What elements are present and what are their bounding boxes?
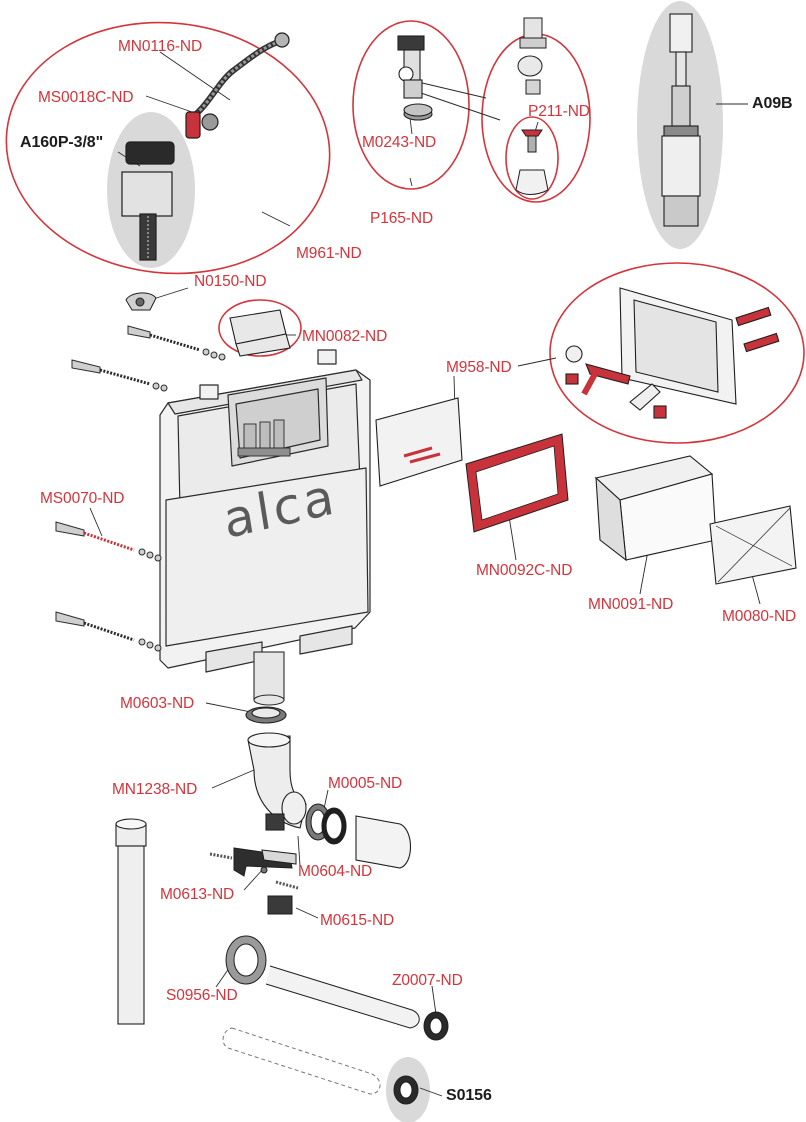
cistern-lower-panel — [165, 467, 369, 647]
label-m958: M958-ND — [446, 359, 512, 376]
mount-tab-left — [199, 384, 219, 400]
drain-fittings — [245, 706, 412, 869]
m0615-clip — [267, 895, 293, 915]
mount-tab-right — [317, 349, 337, 365]
label-m0604: M0604-ND — [298, 863, 373, 880]
vertical-pipe — [115, 818, 147, 1025]
label-a09b: A09B — [752, 95, 793, 112]
connector-red — [185, 111, 201, 139]
label-n0150: N0150-ND — [194, 273, 267, 290]
mn0092c-frame — [465, 433, 569, 533]
fill-valve-assembly — [121, 32, 290, 261]
label-p165: P165-ND — [370, 210, 434, 227]
label-z0007: Z0007-ND — [392, 972, 463, 989]
s0156-seal — [393, 1075, 419, 1105]
s0956-rosette — [225, 935, 449, 1041]
p211-detail — [515, 17, 549, 195]
m0080-plate — [709, 505, 797, 585]
mn0082-bracket — [229, 309, 291, 357]
label-mn0082: MN0082-ND — [302, 328, 388, 345]
flush-valve-a09b — [661, 13, 701, 227]
mn0082-group-outline — [218, 299, 302, 357]
group-outlines — [5, 20, 805, 444]
label-m0080: M0080-ND — [722, 608, 797, 625]
m961-group-outline — [5, 21, 331, 275]
label-mn0092c: MN0092C-ND — [476, 562, 573, 579]
outlet-stub — [253, 651, 285, 706]
m958-frame — [375, 287, 780, 487]
label-s0156: S0156 — [446, 1087, 492, 1104]
dashed-pipe — [222, 1027, 381, 1095]
anchor-bolts — [55, 325, 226, 652]
label-m0603: M0603-ND — [120, 695, 195, 712]
p165-group-outline — [352, 20, 470, 190]
label-m0005: M0005-ND — [328, 775, 403, 792]
push-valve-assembly — [397, 35, 433, 121]
label-s0956: S0956-ND — [166, 987, 238, 1004]
cistern-mechanism — [237, 419, 291, 457]
m958-group-outline — [549, 262, 805, 444]
mn0091-box — [594, 455, 717, 562]
label-ms0018c: MS0018C-ND — [38, 89, 134, 106]
label-a160p: A160P-3/8" — [20, 134, 104, 151]
label-m961: M961-ND — [296, 245, 362, 262]
n0150-clip — [125, 292, 157, 311]
bottom-flange-right — [299, 625, 353, 655]
hose-nut — [274, 32, 290, 48]
label-p211: P211-ND — [528, 103, 590, 120]
detail-connector — [417, 81, 501, 121]
label-m0615: M0615-ND — [320, 912, 395, 929]
label-ms0070: MS0070-ND — [40, 490, 125, 507]
label-m0613: M0613-ND — [160, 886, 235, 903]
m0613-bracket — [209, 847, 299, 915]
label-m0243: M0243-ND — [362, 134, 437, 151]
label-mn0091: MN0091-ND — [588, 596, 674, 613]
label-mn0116: MN0116-ND — [118, 38, 203, 55]
label-mn1238: MN1238-ND — [112, 781, 198, 798]
p211-detail-outline — [505, 116, 559, 200]
